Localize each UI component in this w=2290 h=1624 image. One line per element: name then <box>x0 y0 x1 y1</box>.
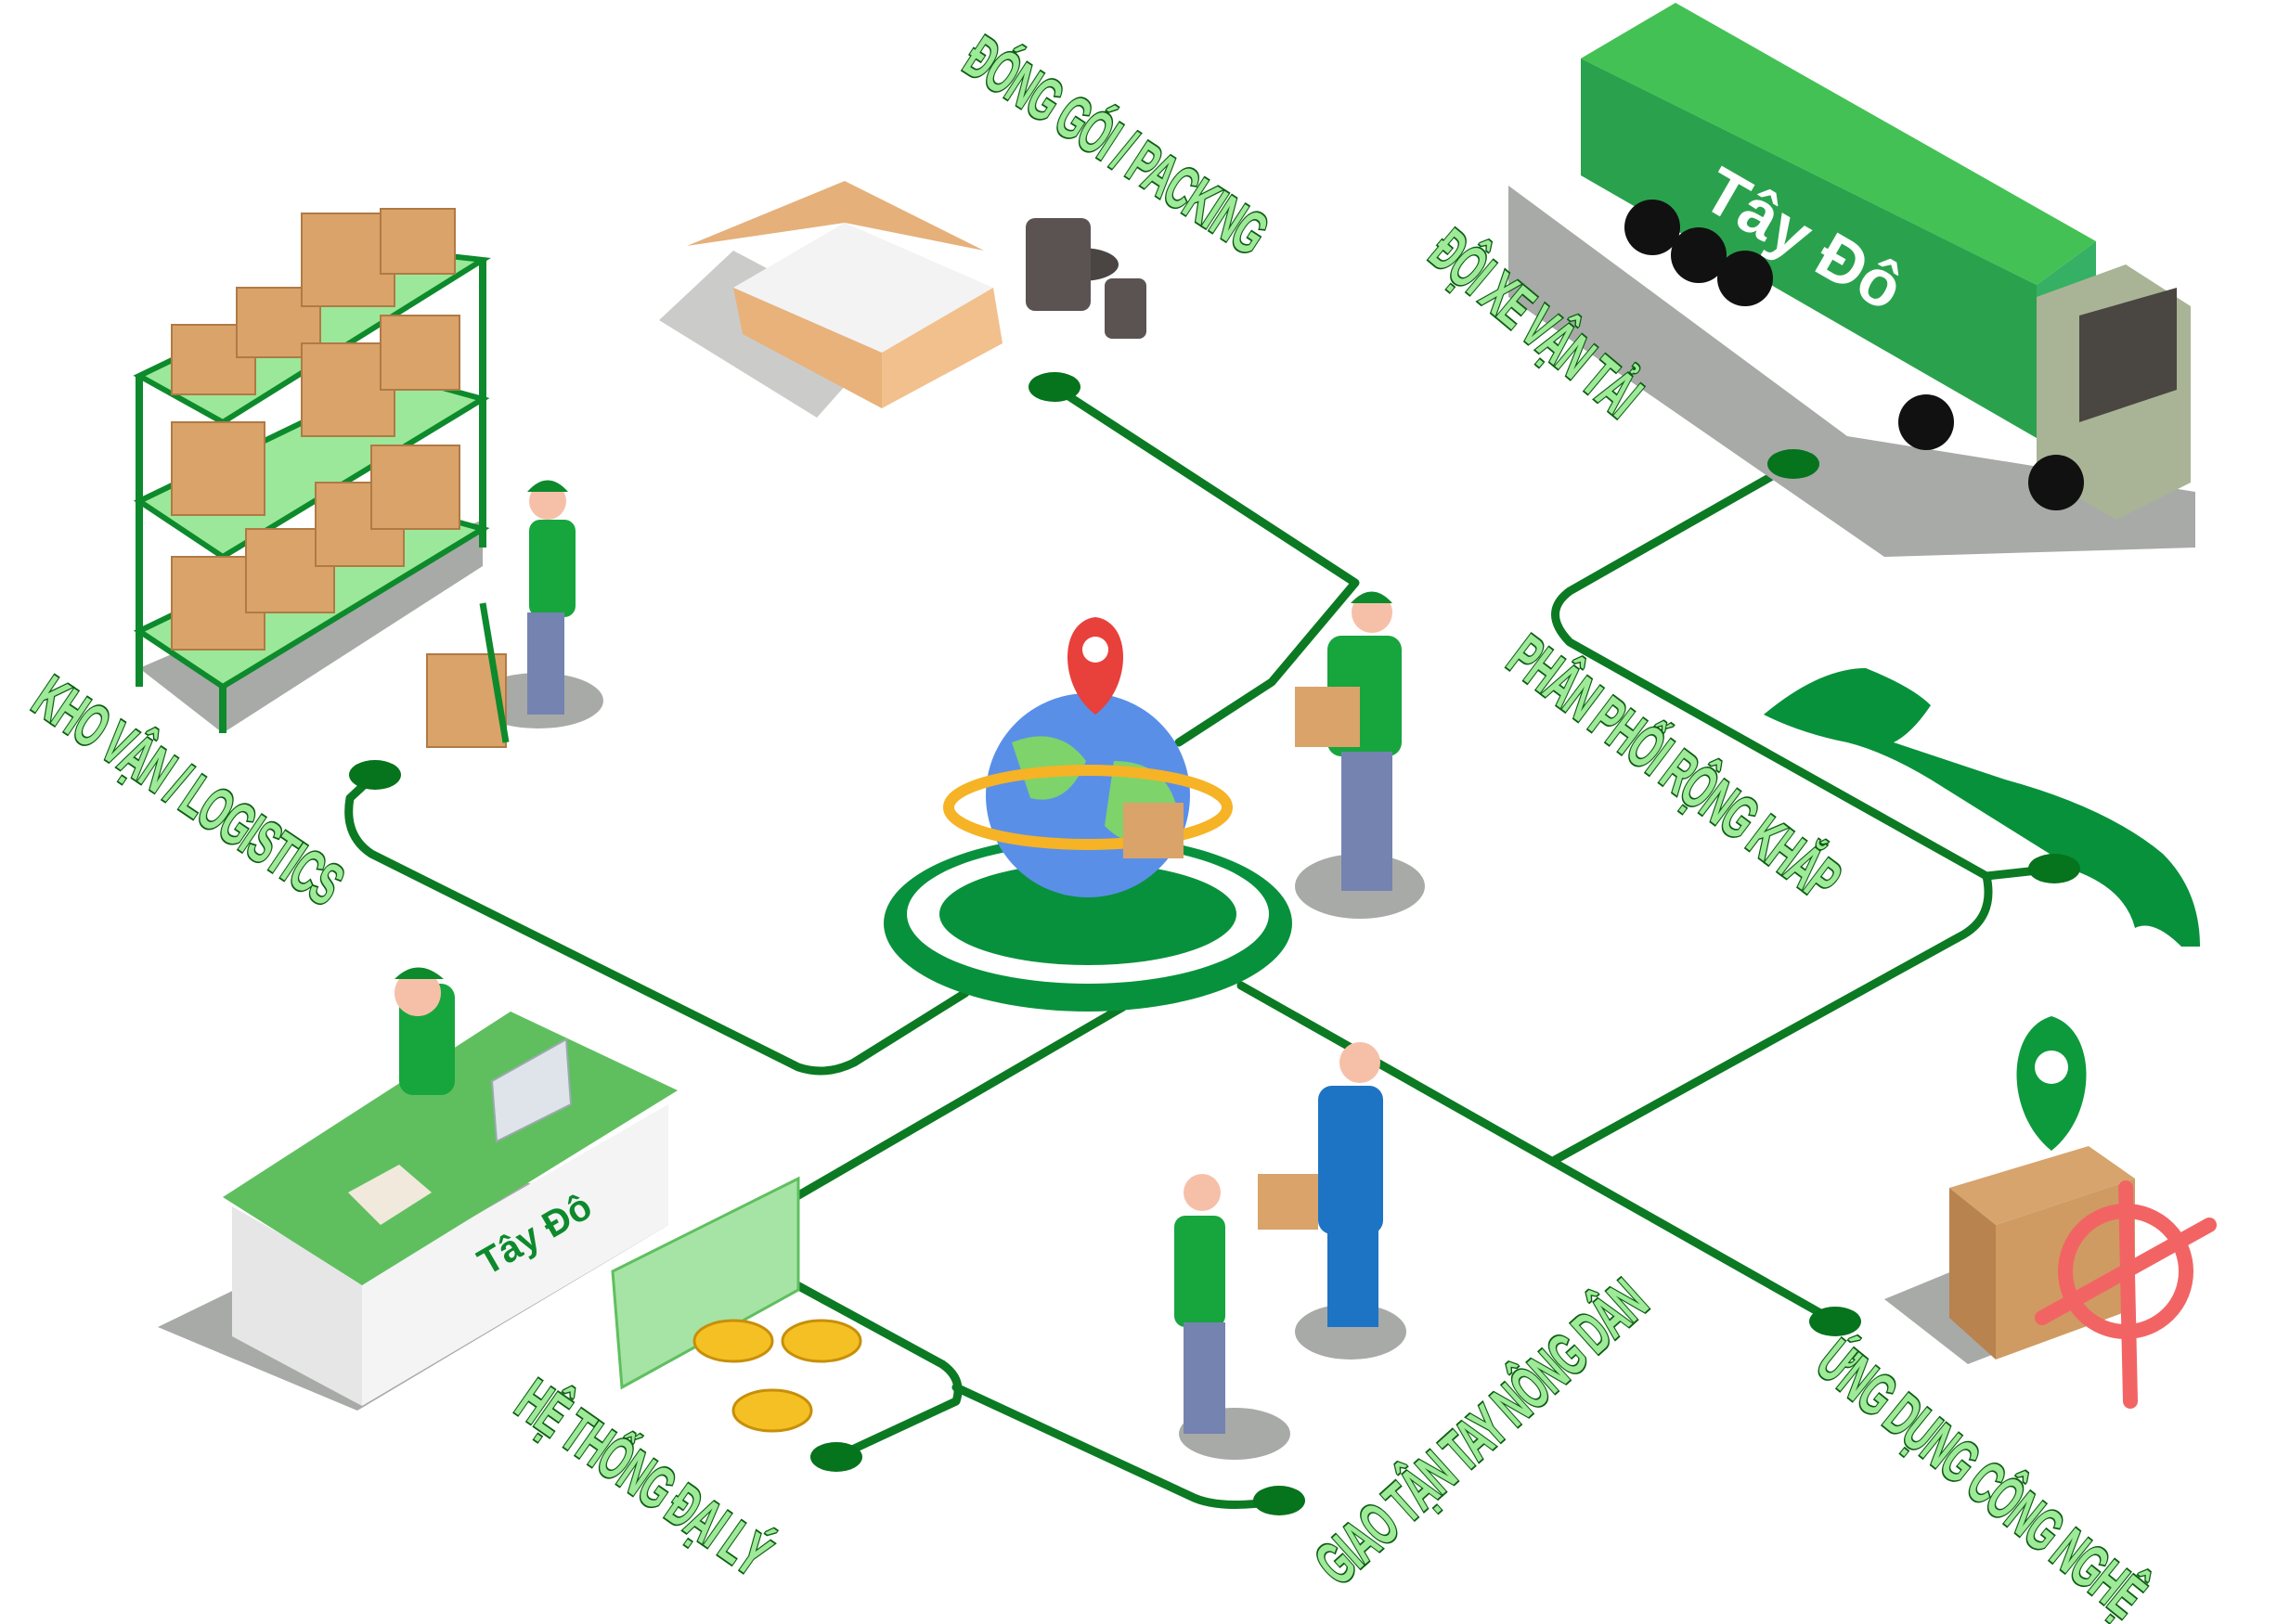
packing-box-illustration <box>659 181 1146 418</box>
reception-counter-illustration: Tây Đô <box>158 967 678 1411</box>
node-packing <box>1029 372 1080 402</box>
money-coins-illustration <box>611 1176 862 1433</box>
handover-illustration <box>1174 1042 1406 1460</box>
line-fleet <box>1551 459 2059 881</box>
worker-carrying-box-illustration <box>1295 591 1425 919</box>
label-packing: ĐÓNG GÓI / PACKING <box>952 23 1278 267</box>
node-agency <box>810 1442 862 1472</box>
line-packing <box>1050 382 1360 747</box>
line-technology <box>1236 981 1840 1326</box>
node-farmer <box>1253 1486 1305 1515</box>
map-illustration <box>1764 668 2200 947</box>
node-distribution <box>2028 854 2080 883</box>
worker-handtruck-illustration <box>426 480 603 748</box>
connection-nodes <box>349 372 2080 1515</box>
connection-lines <box>344 382 2059 1509</box>
line-distribution <box>1550 871 1993 1165</box>
truck-illustration: Tây Đô <box>1508 3 2195 557</box>
node-logistics <box>349 760 401 790</box>
warehouse-shelf-illustration <box>133 208 491 733</box>
line-agency <box>791 1002 1128 1462</box>
hub-globe <box>884 617 1292 1012</box>
node-technology <box>1809 1307 1861 1336</box>
label-technology: ỨNG DỤNG CÔNG NGHỆ <box>1805 1326 2157 1624</box>
line-logistics <box>344 770 970 1076</box>
node-fleet <box>1767 449 1819 479</box>
tech-box-illustration <box>1884 1016 2217 1409</box>
